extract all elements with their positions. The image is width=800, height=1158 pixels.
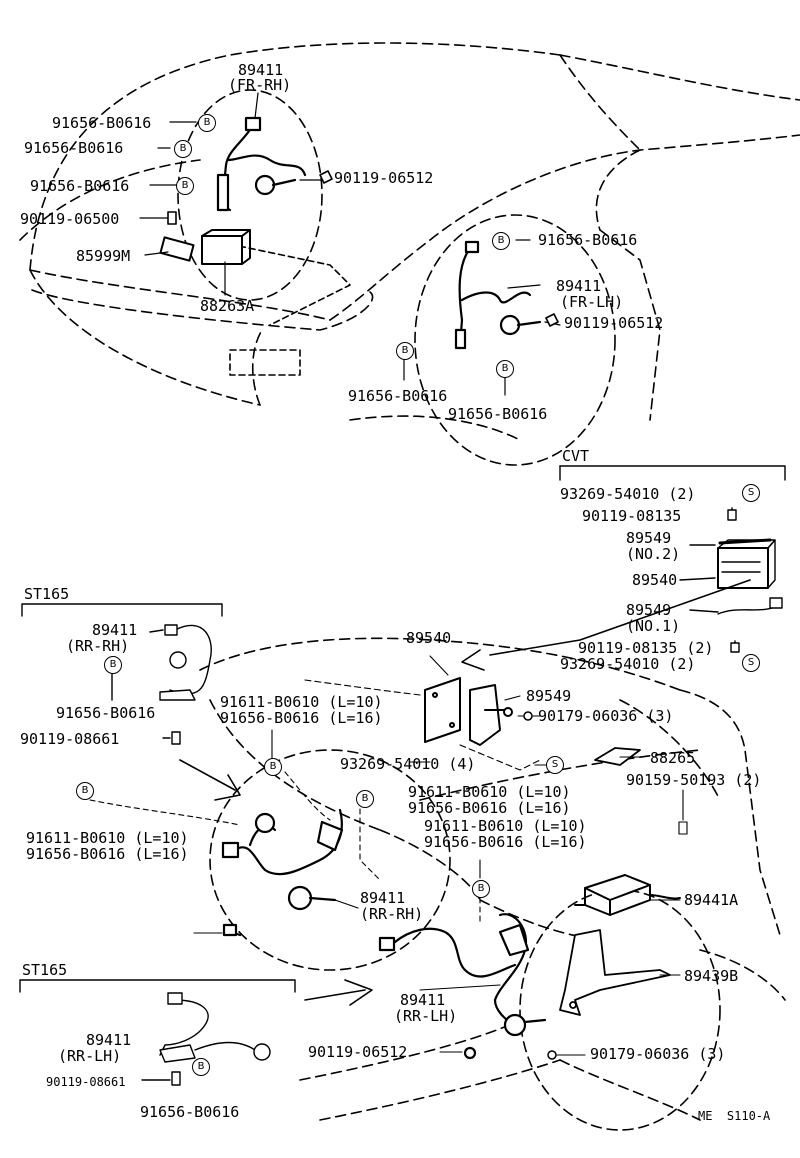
arrow-st165-lower [304, 979, 373, 1006]
label-89441a: 89441A [684, 891, 739, 909]
label-cvt-89540: 89540 [632, 571, 678, 589]
label-fr-rh-side: (FR-RH) [228, 76, 292, 94]
reference-code: ME S110-A [698, 1109, 771, 1123]
b-symbol-9: B [76, 782, 94, 800]
b-symbol-6: B [496, 360, 514, 378]
label-rr-lh-num: 89411 [400, 991, 446, 1009]
label-fr-b3: 91656-B0616 [30, 177, 130, 195]
label-mid-r3: 91611-B0610 (L=10) [424, 817, 587, 835]
label-rr-rh-side: (RR-RH) [360, 905, 424, 923]
label-fr-b1: 91656-B0616 [52, 114, 152, 132]
b-symbol-4: B [492, 232, 510, 250]
label-nut-bottom: 90179-06036 (3) [590, 1045, 726, 1063]
label-cvt-89549-no1: 89549 [626, 601, 672, 619]
nuts [523, 711, 557, 1060]
car-front-body [19, 42, 800, 441]
label-88263a: 88263A [200, 297, 255, 315]
label-st1-num: 89411 [92, 621, 138, 639]
leader-lines-rear [89, 655, 688, 1056]
b-symbol-1: B [198, 114, 216, 132]
label-89439b: 89439B [684, 967, 739, 985]
fr-rh-wheel-circle [177, 89, 323, 301]
label-cvt-no1: (NO.1) [626, 617, 681, 635]
label-mid-r1: 91611-B0610 (L=10) [408, 783, 571, 801]
st165-box-upper [21, 603, 223, 745]
fr-lh-sensor [454, 240, 542, 350]
label-mid-l2: 91656-B0616 (L=16) [220, 709, 383, 727]
b-symbol-10: B [356, 790, 374, 808]
label-fr-lh-b-top: 91656-B0616 [538, 231, 638, 249]
label-st165-lower: ST165 [22, 961, 68, 979]
label-cvt-90119: 90119-08135 [582, 507, 682, 525]
rr-lh-sensor [378, 913, 547, 1060]
bracket-89439b [559, 929, 671, 1016]
b-symbol-8: B [264, 758, 282, 776]
label-st2-screw: 90119-08661 [46, 1075, 126, 1089]
label-rr-lh-bolt: 90119-06512 [308, 1043, 408, 1061]
label-mid-89549: 89549 [526, 687, 572, 705]
bracket-89549 [469, 684, 513, 746]
fr-rh-sensor [216, 116, 307, 212]
label-fr-lh-num: 89411 [556, 277, 602, 295]
label-fr-rh-num: 89411 [238, 61, 284, 79]
label-mid-r2: 91656-B0616 (L=16) [408, 799, 571, 817]
label-left-l1: 91611-B0610 (L=10) [26, 829, 189, 847]
label-st1-b: 91656-B0616 [56, 704, 156, 722]
label-st1-screw: 90119-08661 [20, 730, 120, 748]
label-mid-90159: 90159-50193 (2) [626, 771, 762, 789]
label-fr-screw: 90119-06500 [20, 210, 120, 228]
label-fr-rh-bolt: 90119-06512 [334, 169, 434, 187]
ecu-89540 [424, 677, 461, 743]
label-cvt-89549-no2: 89549 [626, 529, 672, 547]
s-symbol-3: S [546, 756, 564, 774]
label-st1-side: (RR-RH) [66, 637, 130, 655]
label-mid-89540: 89540 [406, 629, 452, 647]
rr-rh-sensor [221, 808, 344, 937]
label-st2-b: 91656-B0616 [140, 1103, 240, 1121]
label-mid-93269: 93269-54010 (4) [340, 755, 476, 773]
label-cvt-title: CVT [562, 447, 590, 465]
arrow-to-ecu [461, 579, 751, 671]
label-st2-side: (RR-LH) [58, 1047, 122, 1065]
st165-box-lower [19, 979, 296, 1086]
rr-lh-wheel-circle [519, 889, 721, 1131]
rr-rh-wheel-circle [209, 749, 451, 971]
label-rr-rh-num: 89411 [360, 889, 406, 907]
label-mid-88265: 88265 [650, 749, 696, 767]
label-fr-lh-b-right: 91656-B0616 [448, 405, 548, 423]
relay-88263a [159, 229, 251, 265]
car-rear-body [199, 637, 786, 1121]
b-symbol-7: B [104, 656, 122, 674]
b-symbol-3: B [176, 177, 194, 195]
fasteners-top [167, 170, 559, 327]
label-cvt-no2: (NO.2) [626, 545, 681, 563]
label-cvt-93269-top: 93269-54010 (2) [560, 485, 696, 503]
label-mid-l1: 91611-B0610 (L=10) [220, 693, 383, 711]
b-symbol-11: B [472, 880, 490, 898]
b-symbol-12: B [192, 1058, 210, 1076]
label-cvt-90119-2: 90119-08135 (2) [578, 639, 714, 657]
label-fr-b2: 91656-B0616 [24, 139, 124, 157]
b-symbol-5: B [396, 342, 414, 360]
fr-lh-wheel-circle [414, 214, 616, 466]
s-symbol-2: S [742, 654, 760, 672]
label-fr-lh-b-left: 91656-B0616 [348, 387, 448, 405]
label-rr-lh-side: (RR-LH) [394, 1007, 458, 1025]
label-left-l2: 91656-B0616 (L=16) [26, 845, 189, 863]
arrow-st165-upper [179, 759, 241, 801]
label-st165-upper: ST165 [24, 585, 70, 603]
label-fr-lh-bolt: 90119-06512 [564, 314, 664, 332]
label-cvt-93269-bottom: 93269-54010 (2) [560, 655, 696, 673]
label-st2-num: 89411 [86, 1031, 132, 1049]
cvt-box [559, 465, 786, 653]
clip-88265 [594, 747, 641, 766]
label-fr-lh-side: (FR-LH) [560, 293, 624, 311]
b-symbol-2: B [174, 140, 192, 158]
label-mid-r4: 91656-B0616 (L=16) [424, 833, 587, 851]
label-85999m: 85999M [76, 247, 131, 265]
s-symbol-1: S [742, 484, 760, 502]
label-mid-nut: 90179-06036 (3) [538, 707, 674, 725]
